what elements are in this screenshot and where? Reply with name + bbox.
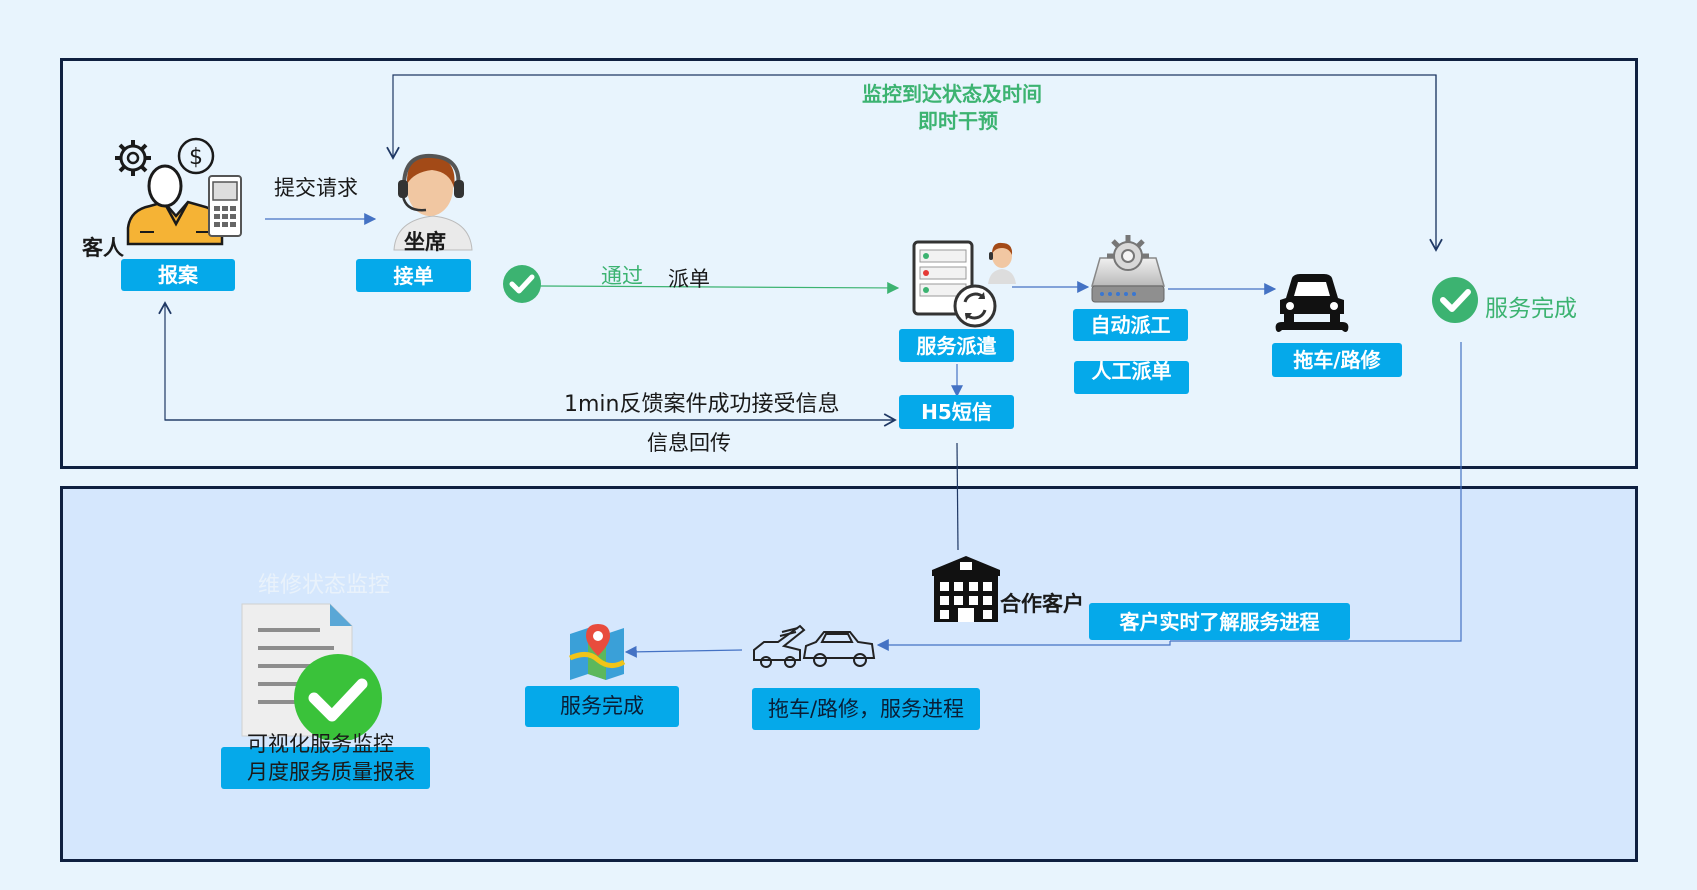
auto-dispatch-label: 自动派工: [1073, 309, 1188, 341]
customer-icon-group: $: [110, 136, 245, 248]
server-gear-icon: [1088, 234, 1168, 306]
map-pin-icon: [568, 622, 626, 680]
car-wrench-icon: [1274, 270, 1350, 336]
manual-dispatch-label: 人工派单: [1074, 361, 1189, 394]
tow-repair-label: 拖车/路修: [1272, 343, 1402, 377]
report-line1: 可视化服务监控: [247, 732, 394, 756]
service-done-check-icon: [1430, 276, 1480, 324]
realtime-progress-label: 客户实时了解服务进程: [1089, 603, 1350, 640]
monitor-text-line2: 即时干预: [918, 109, 998, 133]
customer-name: 客人: [82, 236, 124, 260]
pass-text: 通过: [601, 264, 643, 288]
pass-check-icon: [502, 264, 542, 304]
document-check-icon: [240, 602, 385, 742]
gear-icon: [115, 140, 151, 176]
progress-label: 拖车/路修，服务进程: [752, 688, 980, 730]
info-return-text: 信息回传: [647, 431, 731, 455]
tow-truck-icon: [752, 622, 876, 670]
partner-name: 合作客户: [1000, 592, 1084, 616]
accept-order-label: 接单: [356, 259, 471, 292]
top-panel: [60, 58, 1638, 469]
headset-agent-icon: [388, 150, 478, 252]
feedback-text: 1min反馈案件成功接受信息: [564, 392, 840, 417]
bottom-service-done-label: 服务完成: [525, 686, 679, 727]
report-label-box: [221, 747, 430, 789]
report-case-label: 报案: [121, 259, 235, 291]
phone-icon: [208, 175, 242, 237]
dollar-icon: $: [177, 137, 215, 175]
service-done-text: 服务完成: [1485, 296, 1577, 322]
report-line2: 月度服务质量报表: [247, 760, 415, 784]
h5-sms-label: H5短信: [899, 395, 1014, 429]
person-icon: [126, 164, 224, 246]
service-dispatch-label: 服务派遣: [899, 329, 1014, 362]
submit-request-text: 提交请求: [274, 176, 358, 200]
monitor-text-line1: 监控到达状态及时间: [862, 82, 1042, 106]
monitor-title: 维修状态监控: [258, 573, 391, 598]
agent-name: 坐席: [404, 230, 446, 254]
building-icon: [930, 556, 1002, 624]
server-refresh-icon: [912, 240, 1016, 328]
svg-text:$: $: [189, 145, 203, 170]
dispatch-text: 派单: [668, 267, 710, 291]
